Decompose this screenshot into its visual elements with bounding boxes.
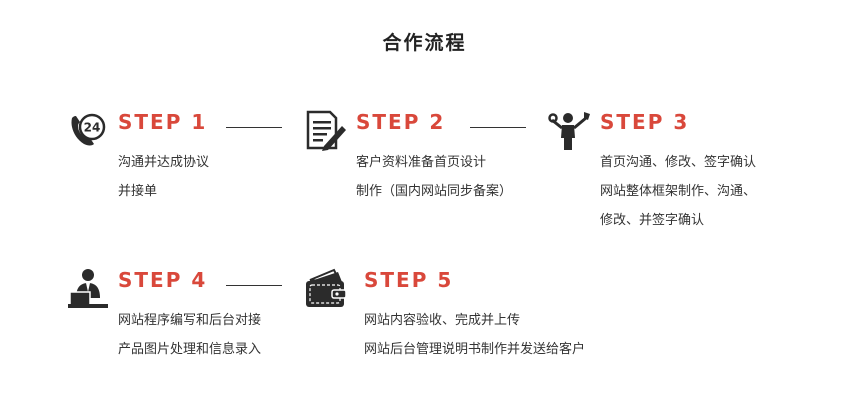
step-description-line: 网站内容验收、完成并上传 [364,313,521,328]
step-description-line: 客户资料准备首页设计 [356,155,487,170]
step-description-line: 网站后台管理说明书制作并发送给客户 [364,342,586,357]
tools-worker-icon [548,108,592,152]
step-description-line: 产品图片处理和信息录入 [118,342,262,357]
step-1: 24 STEP 1 沟通并达成协议 并接单 [66,108,296,218]
step-label: STEP 5 [364,268,454,292]
phone-24-icon: 24 [66,108,110,152]
step-3: STEP 3 首页沟通、修改、签字确认 网站整体框架制作、沟通、 修改、并签字确… [548,108,788,228]
step-label: STEP 1 [118,110,208,134]
step-2: STEP 2 客户资料准备首页设计 制作（国内网站同步备案） [304,108,544,218]
step-label: STEP 2 [356,110,446,134]
step-label: STEP 3 [600,110,690,134]
step-description-line: 并接单 [118,184,158,199]
step-description-line: 制作（国内网站同步备案） [356,184,513,199]
page-title: 合作流程 [382,32,467,54]
step-description-line: 网站整体框架制作、沟通、 [600,184,757,199]
step-description-line: 网站程序编写和后台对接 [118,313,262,328]
svg-text:24: 24 [84,121,101,135]
step-label: STEP 4 [118,268,208,292]
step-description: 网站内容验收、完成并上传 网站后台管理说明书制作并发送给客户 [364,306,585,364]
step-description: 客户资料准备首页设计 制作（国内网站同步备案） [356,148,512,206]
step-description-line: 首页沟通、修改、签字确认 [600,155,757,170]
laptop-worker-icon [66,266,110,310]
wallet-money-icon [304,266,348,310]
step-description: 沟通并达成协议 并接单 [118,148,209,206]
connector-line [226,127,282,128]
step-description-line: 修改、并签字确认 [600,213,705,228]
step-description-line: 沟通并达成协议 [118,155,210,170]
connector-line [470,127,526,128]
step-description: 首页沟通、修改、签字确认 网站整体框架制作、沟通、 修改、并签字确认 [600,148,756,235]
step-5: STEP 5 网站内容验收、完成并上传 网站后台管理说明书制作并发送给客户 [304,266,624,376]
step-4: STEP 4 网站程序编写和后台对接 产品图片处理和信息录入 [66,266,306,376]
document-pen-icon [304,108,348,152]
step-description: 网站程序编写和后台对接 产品图片处理和信息录入 [118,306,261,364]
connector-line [226,285,282,286]
